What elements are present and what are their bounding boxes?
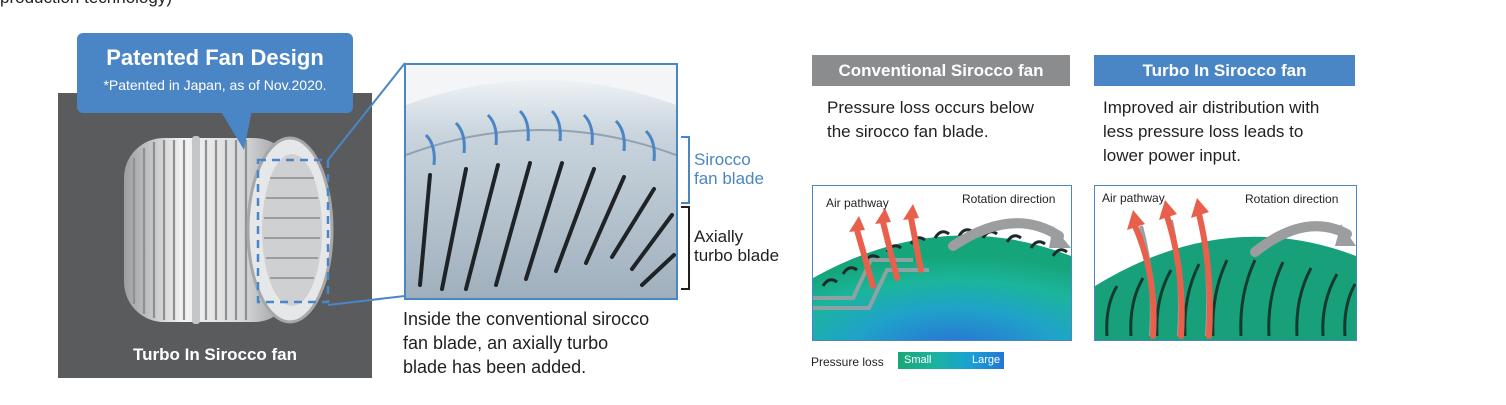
- pressure-loss-legend-label: Pressure loss: [811, 355, 884, 369]
- turbo-pressure-simulation: [1094, 185, 1357, 341]
- badge-pointer: [220, 110, 252, 150]
- axial-blade-bracket: [681, 206, 690, 290]
- badge-title: Patented Fan Design: [106, 45, 324, 70]
- conventional-air-pathway-label: Air pathway: [826, 196, 889, 210]
- conventional-pressure-simulation: [812, 185, 1072, 341]
- sirocco-fan-illustration: [124, 136, 334, 324]
- badge-note: *Patented in Japan, as of Nov.2020.: [103, 77, 327, 93]
- patented-badge: Patented Fan Design *Patented in Japan, …: [77, 33, 353, 113]
- sirocco-blade-label: Sirocco fan blade: [694, 150, 764, 188]
- fan-caption: Turbo In Sirocco fan: [132, 345, 298, 364]
- axial-blade-label: Axially turbo blade: [694, 227, 780, 265]
- legend-small-label: Small: [904, 354, 932, 366]
- closeup-description: Inside the conventional sirocco fan blad…: [403, 309, 650, 377]
- turbo-description: Improved air distribution with less pres…: [1103, 98, 1320, 165]
- conventional-rotation-label: Rotation direction: [962, 192, 1056, 206]
- turbo-air-pathway-label: Air pathway: [1102, 191, 1165, 205]
- turbo-fan-header: Turbo In Sirocco fan: [1094, 55, 1355, 86]
- cut-off-heading-text: production technology): [0, 0, 172, 8]
- turbo-rotation-label: Rotation direction: [1245, 192, 1339, 206]
- legend-large-label: Large: [972, 354, 1001, 366]
- conventional-description: Pressure loss occurs below the sirocco f…: [827, 98, 1034, 141]
- sirocco-blade-bracket: [681, 136, 690, 204]
- pressure-loss-color-scale: [898, 352, 1004, 369]
- blade-closeup-image: [404, 63, 678, 300]
- conventional-fan-header: Conventional Sirocco fan: [812, 55, 1070, 86]
